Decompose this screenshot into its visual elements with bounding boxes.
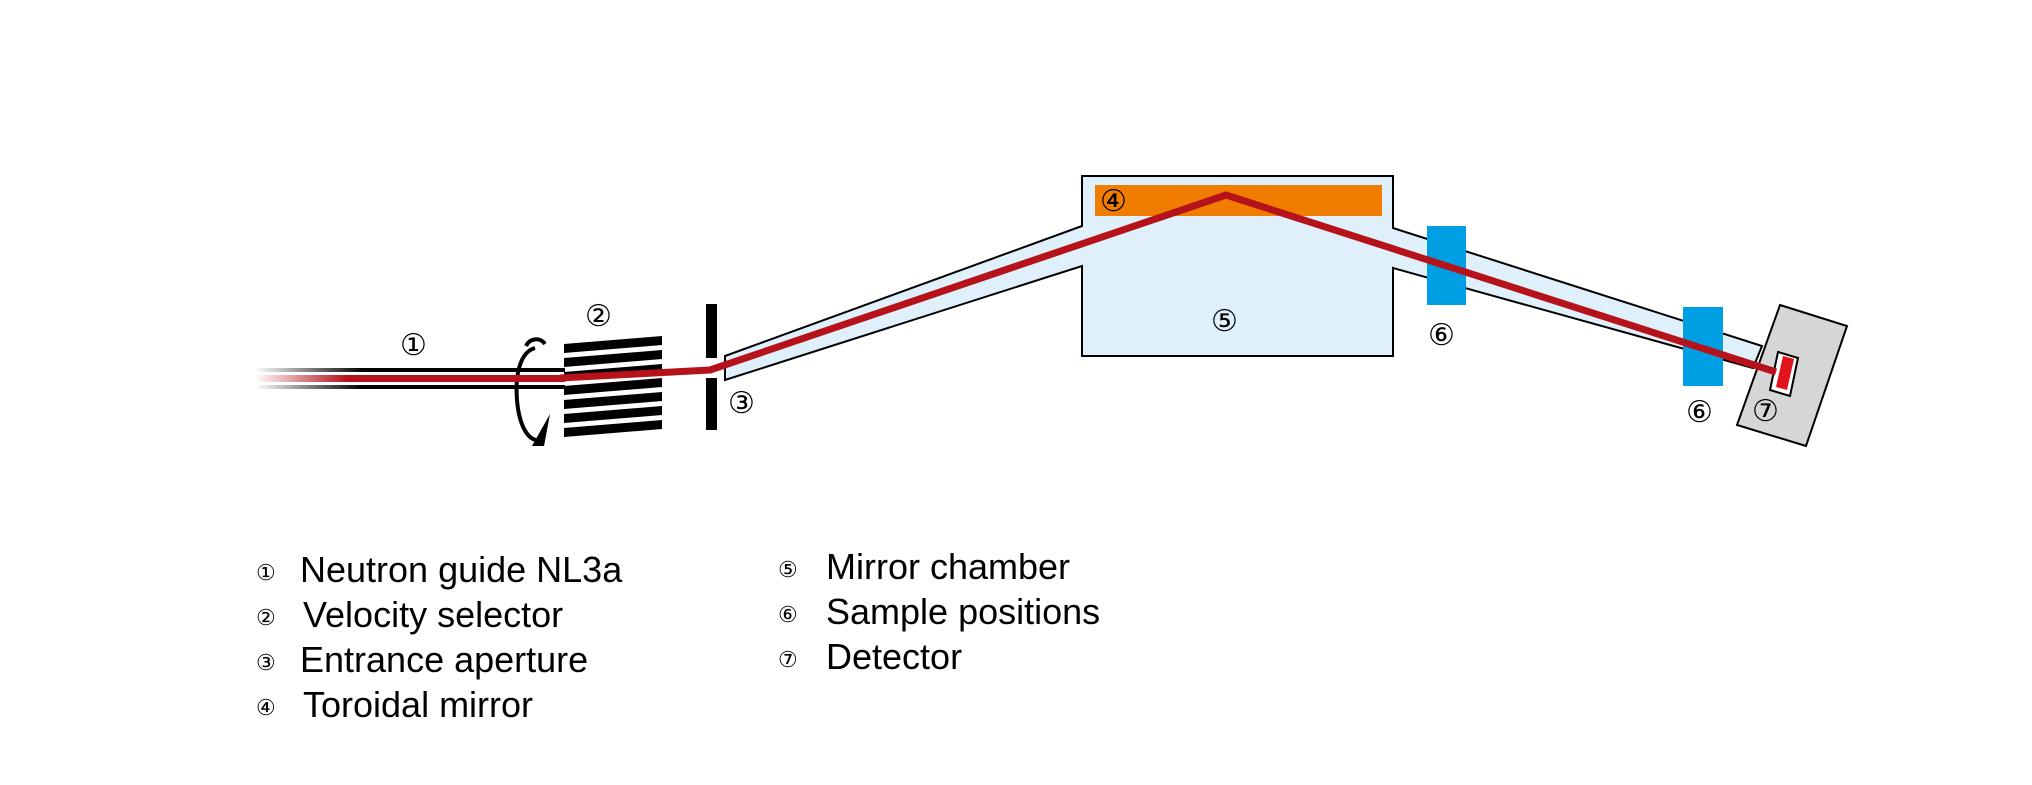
marker-5: ⑤ bbox=[1211, 305, 1238, 338]
velocity-selector bbox=[564, 336, 662, 437]
legend-text-6: Sample positions bbox=[826, 591, 1100, 632]
marker-3: ③ bbox=[728, 387, 755, 420]
legend-marker-7: ⑦ bbox=[778, 647, 798, 672]
rotation-arrow-icon bbox=[514, 337, 550, 446]
legend: ① Neutron guide NL3a ② Velocity selector… bbox=[256, 546, 1100, 725]
legend-marker-6: ⑥ bbox=[778, 602, 798, 627]
legend-text-2: Velocity selector bbox=[303, 594, 563, 635]
marker-6b: ⑥ bbox=[1686, 396, 1713, 429]
legend-marker-5: ⑤ bbox=[778, 557, 798, 582]
marker-2: ② bbox=[585, 300, 612, 333]
legend-marker-1: ① bbox=[256, 560, 276, 585]
legend-text-5: Mirror chamber bbox=[826, 546, 1070, 587]
entrance-aperture bbox=[706, 304, 717, 430]
legend-text-7: Detector bbox=[826, 636, 962, 677]
legend-marker-2: ② bbox=[256, 605, 276, 630]
legend-text-3: Entrance aperture bbox=[300, 639, 588, 680]
detector bbox=[1735, 303, 1849, 448]
neutron-beam bbox=[255, 191, 1778, 382]
marker-7: ⑦ bbox=[1752, 395, 1779, 428]
legend-text-4: Toroidal mirror bbox=[303, 684, 533, 725]
marker-6a: ⑥ bbox=[1428, 319, 1455, 352]
legend-marker-3: ③ bbox=[256, 650, 276, 675]
marker-1: ① bbox=[400, 329, 427, 362]
marker-4: ④ bbox=[1100, 185, 1127, 218]
legend-text-1: Neutron guide NL3a bbox=[300, 549, 623, 590]
legend-marker-4: ④ bbox=[256, 695, 276, 720]
